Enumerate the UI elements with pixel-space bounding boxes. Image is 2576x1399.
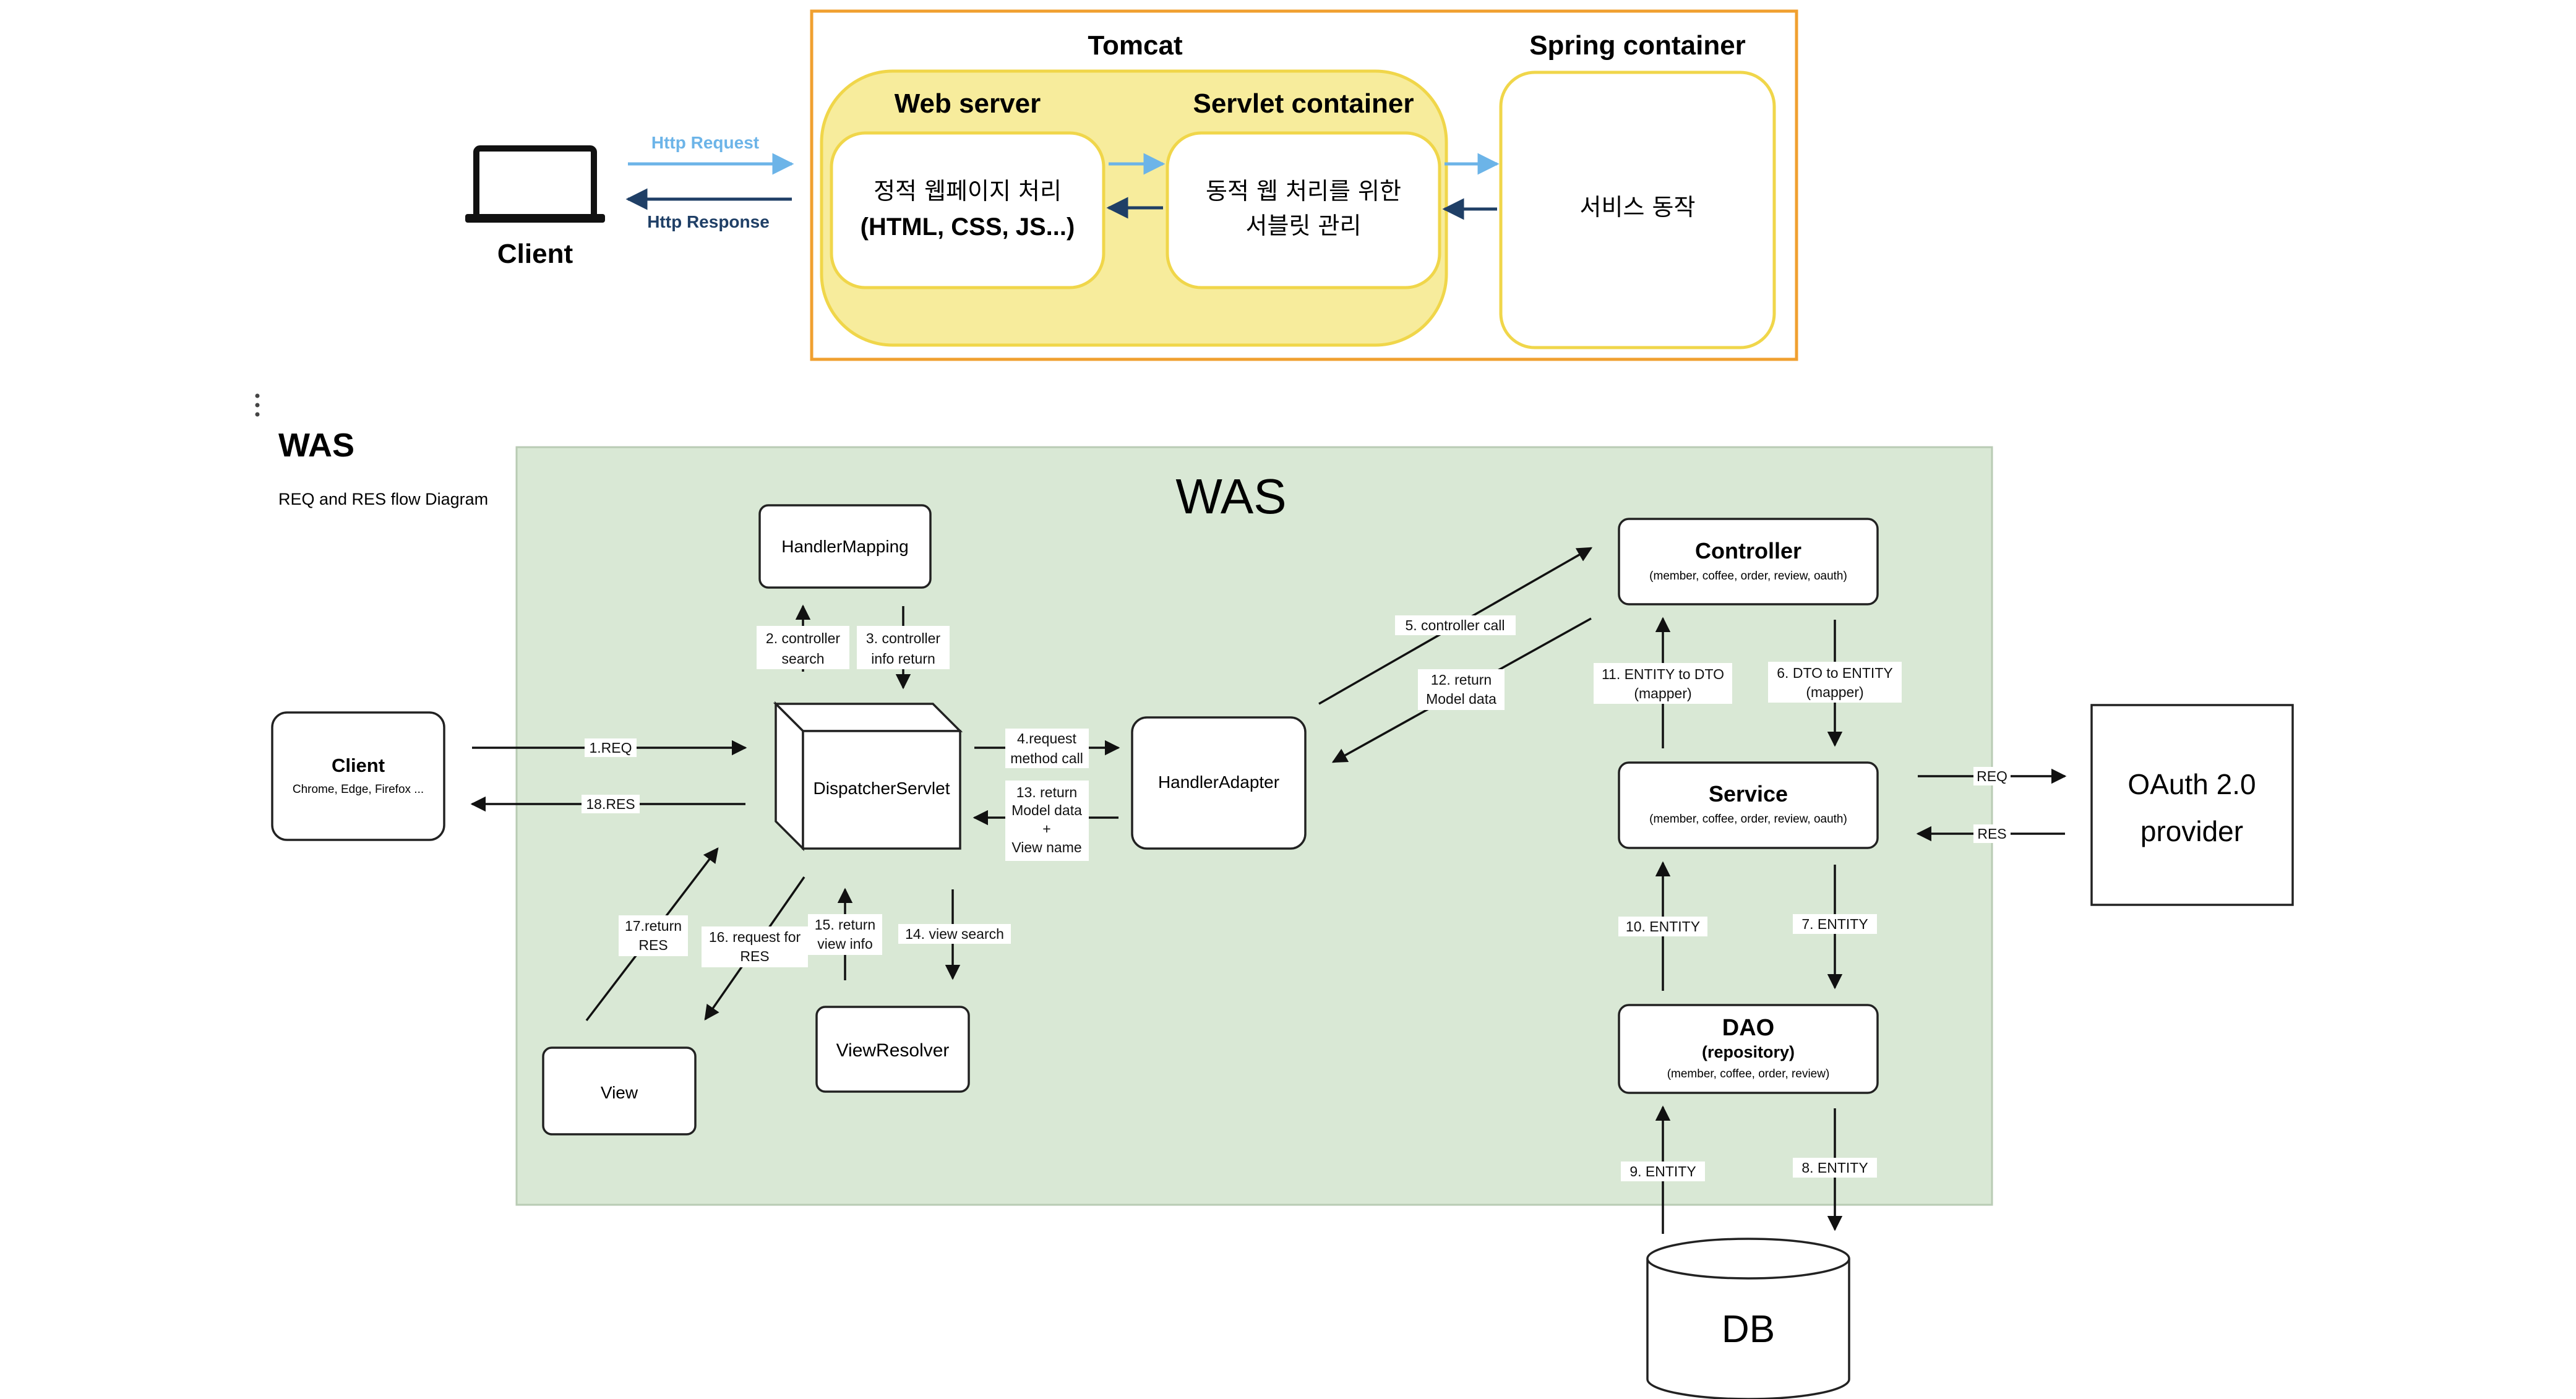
label-13-line-4: View name <box>1011 839 1081 855</box>
client-title: Client <box>332 755 385 776</box>
web-server-line-2: (HTML, CSS, JS...) <box>861 213 1075 241</box>
laptop-icon <box>465 145 605 223</box>
label-9: 9. ENTITY <box>1629 1163 1696 1179</box>
label-17-line-1: 17.return <box>625 918 682 934</box>
spring-box <box>1499 71 1776 349</box>
label-12-line-1: 12. return <box>1431 672 1492 688</box>
oauth-line-2: provider <box>2140 815 2243 847</box>
view-resolver-box <box>815 1006 970 1093</box>
servlet-line-1: 동적 웹 처리를 위한 <box>1206 178 1401 205</box>
dao-box <box>1618 1004 1879 1094</box>
controller-title: Controller <box>1695 538 1801 563</box>
was-section-title: WAS <box>278 427 354 464</box>
controller-box <box>1618 518 1879 605</box>
handler-adapter-label: HandlerAdapter <box>1158 772 1279 792</box>
oauth-line-1: OAuth 2.0 <box>2127 768 2256 800</box>
label-3-line-2: info return <box>871 651 935 667</box>
dispatcher-servlet-box <box>773 701 963 852</box>
http-response-label: Http Response <box>647 212 770 231</box>
dao-subtitle: (member, coffee, order, review) <box>1667 1067 1830 1080</box>
label-13-line-3: + <box>1042 821 1050 837</box>
label-10: 10. ENTITY <box>1626 918 1700 935</box>
http-request-label: Http Request <box>651 133 759 152</box>
dispatcher-servlet-label: DispatcherServlet <box>814 779 950 798</box>
client-subtitle: Chrome, Edge, Firefox ... <box>293 783 424 796</box>
service-subtitle: (member, coffee, order, review, oauth) <box>1649 813 1847 826</box>
label-3-line-1: 3. controller <box>866 630 941 646</box>
label-oauth-res: RES <box>1977 826 2006 842</box>
more-options-icon[interactable] <box>255 393 260 417</box>
label-4-line-1: 4.request <box>1017 730 1077 747</box>
handler-adapter-box <box>1131 716 1307 850</box>
spring-box-text: 서비스 동작 <box>1580 194 1696 221</box>
label-8: 8. ENTITY <box>1801 1160 1868 1176</box>
flow-labels: 1.REQ 18.RES 2. controller search 3. con… <box>582 615 2011 1181</box>
label-7: 7. ENTITY <box>1801 916 1868 932</box>
tomcat-label: Tomcat <box>1088 30 1183 61</box>
label-11-line-2: (mapper) <box>1634 685 1691 701</box>
top-diagram: Client Http Request Http Response Tomcat… <box>465 9 1798 361</box>
handler-mapping-label: HandlerMapping <box>781 537 908 556</box>
db-cylinder <box>1646 1238 1850 1399</box>
client-box <box>271 711 445 841</box>
oauth-provider-box <box>2090 704 2294 906</box>
servlet-box <box>1166 131 1441 289</box>
spring-container-label: Spring container <box>1529 30 1746 61</box>
label-16-line-2: RES <box>740 948 769 964</box>
servlet-container-label: Servlet container <box>1193 88 1414 119</box>
web-server-label: Web server <box>895 88 1041 119</box>
servlet-line-2: 서블릿 관리 <box>1246 212 1362 239</box>
label-13-line-1: 13. return <box>1016 784 1077 800</box>
was-panel-title: WAS <box>1175 469 1286 524</box>
label-14: 14. view search <box>905 926 1004 942</box>
controller-subtitle: (member, coffee, order, review, oauth) <box>1649 570 1847 583</box>
view-label: View <box>601 1083 638 1102</box>
dao-title: DAO <box>1722 1015 1774 1041</box>
label-11-line-1: 11. ENTITY to DTO <box>1602 666 1724 682</box>
label-15-line-1: 15. return <box>815 917 875 933</box>
top-client-label: Client <box>497 239 573 269</box>
db-label: DB <box>1722 1308 1775 1351</box>
view-resolver-label: ViewResolver <box>836 1040 950 1061</box>
label-16-line-1: 16. request for <box>709 929 801 945</box>
web-server-line-1: 정적 웹페이지 처리 <box>874 178 1062 205</box>
service-box <box>1618 761 1879 849</box>
label-6-line-1: 6. DTO to ENTITY <box>1777 665 1892 681</box>
label-5: 5. controller call <box>1405 617 1505 633</box>
handler-mapping-box <box>758 504 932 589</box>
label-12-line-2: Model data <box>1426 691 1496 707</box>
label-4-line-2: method call <box>1010 750 1083 766</box>
was-section-subtitle: REQ and RES flow Diagram <box>278 490 488 508</box>
label-13-line-2: Model data <box>1011 802 1082 818</box>
dao-line-2: (repository) <box>1702 1043 1795 1061</box>
web-server-box <box>830 131 1106 289</box>
label-2-line-2: search <box>781 651 824 667</box>
label-17-line-2: RES <box>638 937 668 953</box>
label-res-18: 18.RES <box>586 796 635 812</box>
view-box <box>542 1046 697 1136</box>
label-req-1: 1.REQ <box>589 740 632 756</box>
label-2-line-1: 2. controller <box>766 630 841 646</box>
label-15-line-2: view info <box>817 936 872 952</box>
label-oauth-req: REQ <box>1977 768 2007 784</box>
label-6-line-2: (mapper) <box>1806 684 1863 700</box>
service-title: Service <box>1709 781 1788 806</box>
